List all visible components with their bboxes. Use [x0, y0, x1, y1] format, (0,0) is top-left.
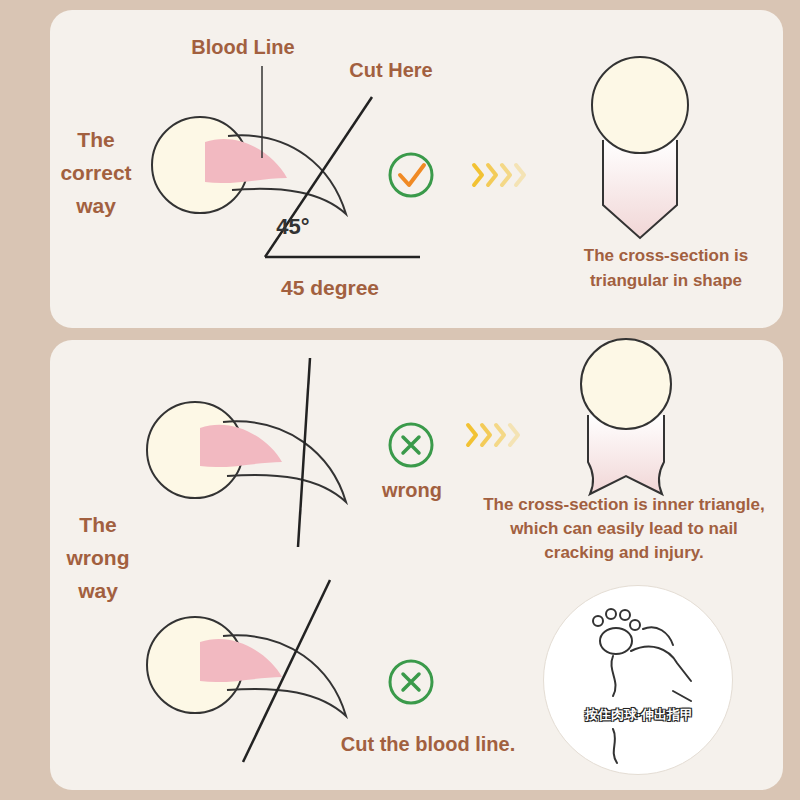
instruction-panel: The correct way Blood LineCut Here 45° 45 d…	[50, 10, 783, 328]
instruction-panel: 按住肉球·伸出指甲 The wrong way wrongThe cross-sec…	[50, 340, 783, 790]
part-label: Cut Here	[336, 57, 446, 83]
tip-circle: 按住肉球·伸出指甲	[543, 585, 733, 775]
part-label: Blood Line	[173, 34, 313, 60]
note-text: The cross-section is triangular in shape	[578, 243, 754, 293]
row-heading: The correct way	[50, 123, 142, 222]
row-heading: The wrong way	[50, 508, 146, 607]
dimension-label: 45 degree	[250, 275, 410, 301]
paw-hand-sketch	[544, 586, 734, 776]
status-label: wrong	[372, 477, 452, 503]
angle-label: 45°	[270, 214, 316, 240]
note-text: Cut the blood line.	[268, 731, 588, 757]
tip-text: 按住肉球·伸出指甲	[552, 707, 726, 723]
note-text: The cross-section is inner triangle, whi…	[473, 493, 775, 565]
